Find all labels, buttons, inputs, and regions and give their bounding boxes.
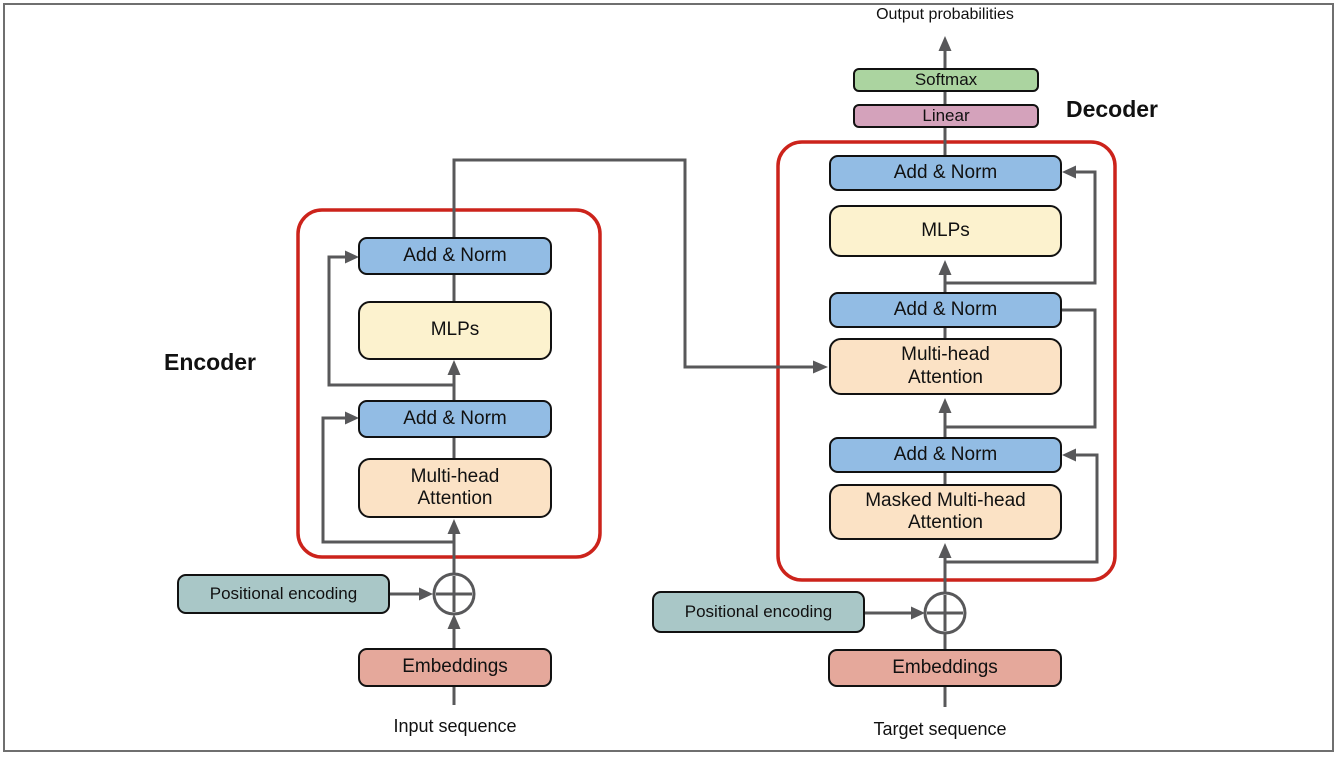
decoder-masked-multi-head-attention: Masked Multi-head Attention <box>829 484 1062 540</box>
arrow-up-into-encoder-mha <box>447 519 461 534</box>
encoder-multi-head-attention: Multi-head Attention <box>358 458 552 518</box>
page-border <box>3 3 1334 752</box>
linear-block: Linear <box>853 104 1039 128</box>
decoder-add-norm-2: Add & Norm <box>829 292 1062 328</box>
input-sequence-label: Input sequence <box>393 716 517 736</box>
add-circles <box>432 572 967 635</box>
wire-encoder-to-decoder <box>452 158 813 369</box>
arrow-up-into-encoder-add-circle <box>447 614 461 629</box>
arrow-right-into-encoder-add-circle <box>419 587 433 601</box>
decoder-positional-encoding: Positional encoding <box>652 591 865 633</box>
encoder-embeddings: Embeddings <box>358 648 552 687</box>
wire-decoder-residual-bottom <box>945 453 1099 564</box>
arrowheads <box>345 36 1076 629</box>
wire-encoder-residual-upper <box>327 255 454 387</box>
encoder-add-norm-2: Add & Norm <box>358 237 552 275</box>
encoder-positional-encoding: Positional encoding <box>177 574 390 614</box>
encoder-mlps: MLPs <box>358 301 552 360</box>
wire-encoder-residual-lower <box>321 416 454 544</box>
softmax-block: Softmax <box>853 68 1039 92</box>
arrow-up-into-encoder-mlps <box>447 360 461 375</box>
arrow-up-into-masked-mha <box>938 543 952 558</box>
output-probabilities-label: Output probabilities <box>876 6 1014 23</box>
wire-decoder-residual-middle <box>945 308 1097 429</box>
encoder-label: Encoder <box>163 349 257 375</box>
arrow-right-into-encoder-addnorm-top <box>345 250 359 264</box>
arrow-left-into-decoder-addnorm-top <box>1062 165 1076 179</box>
decoder-add-norm-3: Add & Norm <box>829 155 1062 191</box>
decoder-mlps: MLPs <box>829 205 1062 257</box>
wire-decoder-residual-top <box>945 170 1097 285</box>
target-sequence-label: Target sequence <box>873 719 1007 739</box>
arrow-up-into-decoder-mlps <box>938 260 952 275</box>
arrow-right-into-decoder-mha <box>813 360 828 374</box>
encoder-add-norm-1: Add & Norm <box>358 400 552 438</box>
decoder-add-norm-1: Add & Norm <box>829 437 1062 473</box>
arrow-up-into-output <box>938 36 952 51</box>
decoder-label: Decoder <box>1065 96 1159 122</box>
arrow-left-into-decoder-addnorm-bottom <box>1062 448 1076 462</box>
wires <box>321 51 1099 707</box>
arrow-right-into-encoder-addnorm-mid <box>345 411 359 425</box>
decoder-plus-icon <box>927 595 963 631</box>
arrow-right-into-decoder-add-circle <box>911 606 925 620</box>
decoder-multi-head-attention: Multi-head Attention <box>829 338 1062 395</box>
decoder-embeddings: Embeddings <box>828 649 1062 687</box>
encoder-plus-icon <box>436 576 472 612</box>
encoder-boundary <box>296 208 602 559</box>
arrow-up-into-decoder-mha <box>938 398 952 413</box>
